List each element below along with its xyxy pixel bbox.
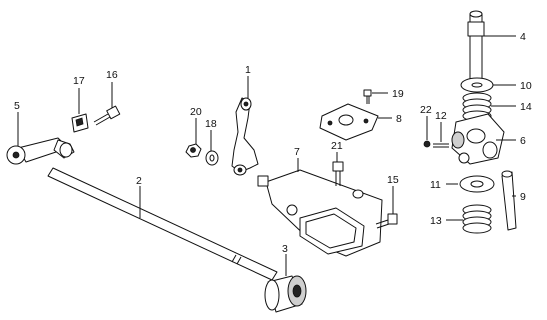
shift-rod (47, 167, 278, 281)
callout-12: 12 (435, 110, 447, 122)
callout-5: 5 (14, 100, 20, 112)
callout-17: 17 (73, 75, 85, 87)
callout-9: 9 (520, 191, 526, 203)
callout-21: 21 (331, 140, 343, 152)
callout-15: 15 (387, 174, 399, 186)
pin-12 (433, 143, 449, 148)
callout-4: 4 (520, 31, 526, 43)
callout-20: 20 (190, 106, 202, 118)
pin-22 (423, 140, 431, 148)
washer-11 (459, 175, 495, 193)
callout-2: 2 (136, 175, 142, 187)
detent-rod (501, 170, 517, 231)
small-bracket (71, 113, 89, 133)
cover-plate (319, 103, 379, 141)
callout-10: 10 (520, 80, 532, 92)
washer-18 (205, 150, 219, 166)
callout-13: 13 (430, 215, 442, 227)
callout-8: 8 (396, 113, 402, 125)
callout-22: 22 (420, 104, 432, 116)
rubber-bushing (264, 275, 307, 313)
callout-6: 6 (520, 135, 526, 147)
screw-19 (363, 89, 372, 104)
callout-11: 11 (430, 179, 441, 191)
shift-pin (467, 10, 485, 83)
nut-20 (185, 143, 202, 158)
washer-10 (460, 77, 494, 93)
callout-1: 1 (245, 64, 251, 76)
housing-bracket (257, 169, 383, 257)
callout-18: 18 (205, 118, 217, 130)
callout-19: 19 (392, 88, 404, 100)
spring-13 (462, 204, 492, 234)
shift-arm (6, 137, 75, 165)
selector-block (451, 113, 505, 165)
callout-3: 3 (282, 243, 288, 255)
bolt-21 (332, 161, 344, 186)
callout-7: 7 (294, 146, 300, 158)
gearshift-lever (231, 97, 259, 176)
leader-lines (17, 35, 516, 276)
callouts: 1 2 3 4 5 6 7 8 9 10 11 12 13 14 15 16 1… (14, 31, 532, 255)
bolt-16 (93, 105, 121, 126)
callout-14: 14 (520, 101, 532, 113)
callout-16: 16 (106, 69, 118, 81)
